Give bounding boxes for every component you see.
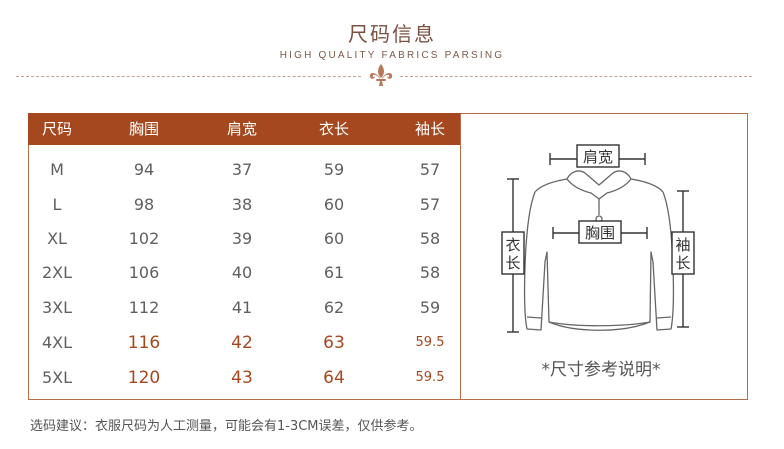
- table-cell: 43: [231, 368, 253, 388]
- table-cell: 64: [323, 368, 345, 388]
- table-cell: 106: [128, 263, 160, 282]
- column-header-1: 胸围: [128, 120, 159, 138]
- table-cell: 59: [323, 160, 345, 179]
- table-cell: 98: [133, 195, 155, 214]
- table-header: [28, 113, 460, 145]
- fleur-de-lis-icon: [369, 64, 393, 86]
- column-header-0: 尺码: [41, 120, 72, 138]
- shoulder-label-box: [576, 144, 620, 168]
- table-cell: 94: [133, 160, 155, 179]
- table-cell: 60: [323, 229, 345, 248]
- table-cell: 112: [128, 298, 160, 317]
- table-cell: L: [52, 195, 62, 214]
- table-cell: 38: [231, 195, 253, 214]
- table-diagram-separator: [460, 113, 461, 400]
- table-cell: XL: [47, 229, 67, 248]
- table-cell: 57: [419, 160, 441, 179]
- table-cell: 2XL: [41, 263, 73, 282]
- column-header-4: 袖长: [414, 120, 445, 138]
- table-cell: 4XL: [41, 333, 73, 352]
- table-cell: 57: [419, 195, 441, 214]
- page-title: 尺码信息: [348, 22, 436, 46]
- table-cell: 120: [127, 368, 161, 388]
- length-label-top: 衣: [505, 236, 520, 254]
- sleeve-label-bottom: 长: [675, 254, 690, 272]
- table-cell: 59.5: [415, 370, 445, 385]
- sleeve-label-box: [671, 231, 695, 275]
- table-cell: 39: [231, 229, 253, 248]
- table-cell: 41: [231, 298, 253, 317]
- chest-label: 胸围: [585, 224, 615, 242]
- table-cell: 42: [231, 333, 253, 353]
- table-cell: 60: [323, 195, 345, 214]
- collar: [566, 170, 632, 200]
- table-cell: 102: [128, 229, 160, 248]
- table-cell: 61: [323, 263, 345, 282]
- divider-right: [400, 76, 752, 77]
- garment-outline: [523, 178, 675, 331]
- table-cell: M: [50, 160, 64, 179]
- table-cell: 58: [419, 263, 441, 282]
- table-cell: 58: [419, 229, 441, 248]
- size-advice-note: 选码建议：衣服尺码为人工测量，可能会有1-3CM误差，仅供参考。: [30, 419, 423, 434]
- length-label-box: [501, 231, 525, 275]
- table-cell: 37: [231, 160, 253, 179]
- chest-label-box: [578, 220, 622, 244]
- length-label-bottom: 长: [505, 254, 520, 272]
- column-header-2: 肩宽: [226, 120, 257, 138]
- table-cell: 62: [323, 298, 345, 317]
- column-header-3: 衣长: [318, 120, 349, 138]
- table-cell: 63: [323, 333, 345, 353]
- diagram-caption: *尺寸参考说明*: [541, 360, 661, 380]
- table-cell: 116: [127, 333, 161, 353]
- divider-left: [16, 76, 361, 77]
- page-subtitle: HIGH QUALITY FABRICS PARSING: [279, 50, 505, 61]
- table-cell: 5XL: [41, 368, 73, 387]
- garment-measurement-diagram: 肩宽 胸围 衣 长 袖 长: [501, 144, 695, 333]
- table-cell: 59: [419, 298, 441, 317]
- table-cell: 40: [231, 263, 253, 282]
- sleeve-label-top: 袖: [675, 236, 690, 254]
- table-cell: 59.5: [415, 335, 445, 350]
- table-cell: 3XL: [41, 298, 73, 317]
- shoulder-label: 肩宽: [583, 148, 613, 166]
